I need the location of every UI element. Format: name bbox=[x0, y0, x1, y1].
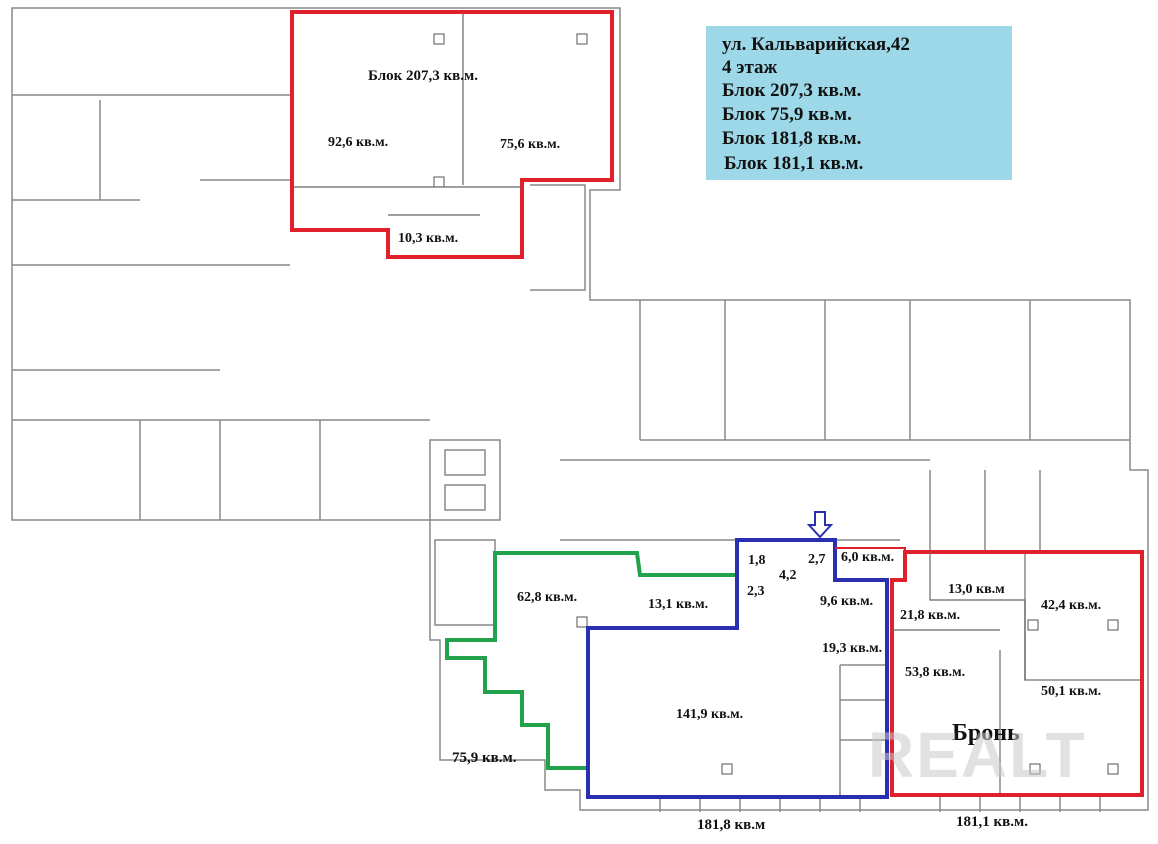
entrance-arrow-icon bbox=[806, 511, 834, 539]
block-207-title: Блок 207,3 кв.м. bbox=[368, 68, 478, 84]
block-75-outline bbox=[445, 551, 739, 770]
floor: 4 этаж bbox=[722, 57, 778, 78]
room-area: 53,8 кв.м. bbox=[905, 665, 966, 680]
room-area: 21,8 кв.м. bbox=[900, 608, 961, 623]
room-area: 141,9 кв.м. bbox=[676, 707, 744, 722]
reserved-status: Бронь bbox=[952, 720, 1020, 746]
block-181-1-outline bbox=[890, 550, 1144, 797]
room-area: 6,0 кв.м. bbox=[841, 550, 895, 565]
room-area: 1,8 bbox=[748, 553, 766, 568]
room-area: 62,8 кв.м. bbox=[517, 590, 578, 605]
room-area: 13,0 кв.м bbox=[948, 582, 1005, 597]
block-summary: Блок 181,8 кв.м. bbox=[722, 128, 862, 149]
block-75-total: 75,9 кв.м. bbox=[452, 750, 517, 766]
room-area: 13,1 кв.м. bbox=[648, 597, 709, 612]
block-181-8-outline bbox=[586, 538, 889, 799]
block-summary: Блок 207,3 кв.м. bbox=[722, 80, 862, 101]
room-area: 19,3 кв.м. bbox=[822, 641, 883, 656]
room-area: 4,2 bbox=[779, 568, 797, 583]
room-area: 75,6 кв.м. bbox=[500, 137, 561, 152]
room-area: 50,1 кв.м. bbox=[1041, 684, 1102, 699]
info-box: ул. Кальварийская,42 4 этаж Блок 207,3 к… bbox=[706, 26, 1012, 180]
block-summary: Блок 75,9 кв.м. bbox=[722, 104, 852, 125]
watermark: REALT bbox=[868, 719, 1087, 791]
block-summary: Блок 181,1 кв.м. bbox=[724, 153, 864, 174]
room-area: 92,6 кв.м. bbox=[328, 135, 389, 150]
room-area: 10,3 кв.м. bbox=[398, 231, 459, 246]
address: ул. Кальварийская,42 bbox=[722, 34, 910, 55]
columns bbox=[433, 33, 1119, 775]
block-181-1-total: 181,1 кв.м. bbox=[956, 814, 1028, 830]
room-area: 2,7 bbox=[808, 552, 826, 567]
room-area: 9,6 кв.м. bbox=[820, 594, 874, 609]
room-area: 2,3 bbox=[747, 584, 765, 599]
block-181-8-total: 181,8 кв.м bbox=[697, 817, 766, 833]
room-area: 42,4 кв.м. bbox=[1041, 598, 1102, 613]
block-207-outline bbox=[290, 10, 614, 259]
